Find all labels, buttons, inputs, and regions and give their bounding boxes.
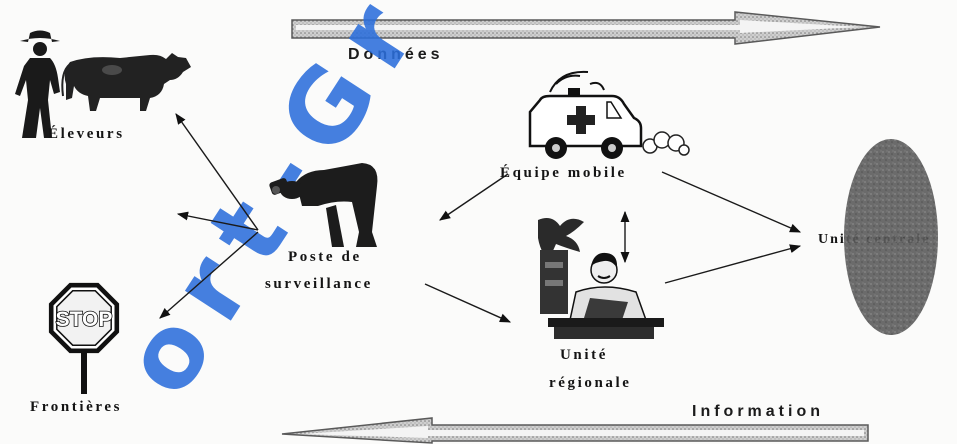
stop-sign-text: STOP	[56, 308, 113, 331]
arrow-poste-to-frontieres	[159, 231, 259, 319]
ambulance-icon	[528, 70, 690, 159]
arrow-poste-to-eleveurs	[175, 113, 259, 231]
arrow-equipe-to-poste	[439, 173, 509, 221]
cow-icon	[61, 53, 191, 111]
data-flow-arrow	[291, 11, 881, 45]
exhaust-cloud-icon	[642, 131, 690, 156]
information-flow-arrow	[281, 417, 869, 444]
arrow-poste-to-left	[176, 211, 259, 231]
binoculars-observer-icon	[269, 163, 378, 247]
central-unit-ellipse	[844, 139, 938, 335]
information-flow-label: Information	[692, 403, 824, 420]
data-flow-label: Données	[348, 46, 444, 63]
arrow-regionale-to-centrale	[664, 244, 802, 284]
farmer-and-cow-icon	[15, 30, 191, 138]
farmer-icon	[15, 30, 60, 138]
office-worker-icon	[538, 218, 664, 339]
poste-label-line2: surveillance	[265, 276, 373, 292]
unite-regionale-label-line1: Unité	[560, 347, 608, 363]
poste-label-line1: Poste de	[288, 249, 362, 265]
connectors	[159, 113, 802, 323]
stop-sign-icon: STOP	[48, 282, 120, 394]
arrow-poste-to-regionale	[424, 283, 512, 323]
arrow-equipe-to-centrale	[661, 171, 802, 233]
frontieres-label: Frontières	[30, 399, 122, 415]
eleveurs-label: Éleveurs	[48, 125, 125, 142]
unite-regionale-label-line2: régionale	[549, 375, 632, 391]
equipe-mobile-label: Équipe mobile	[500, 164, 627, 181]
